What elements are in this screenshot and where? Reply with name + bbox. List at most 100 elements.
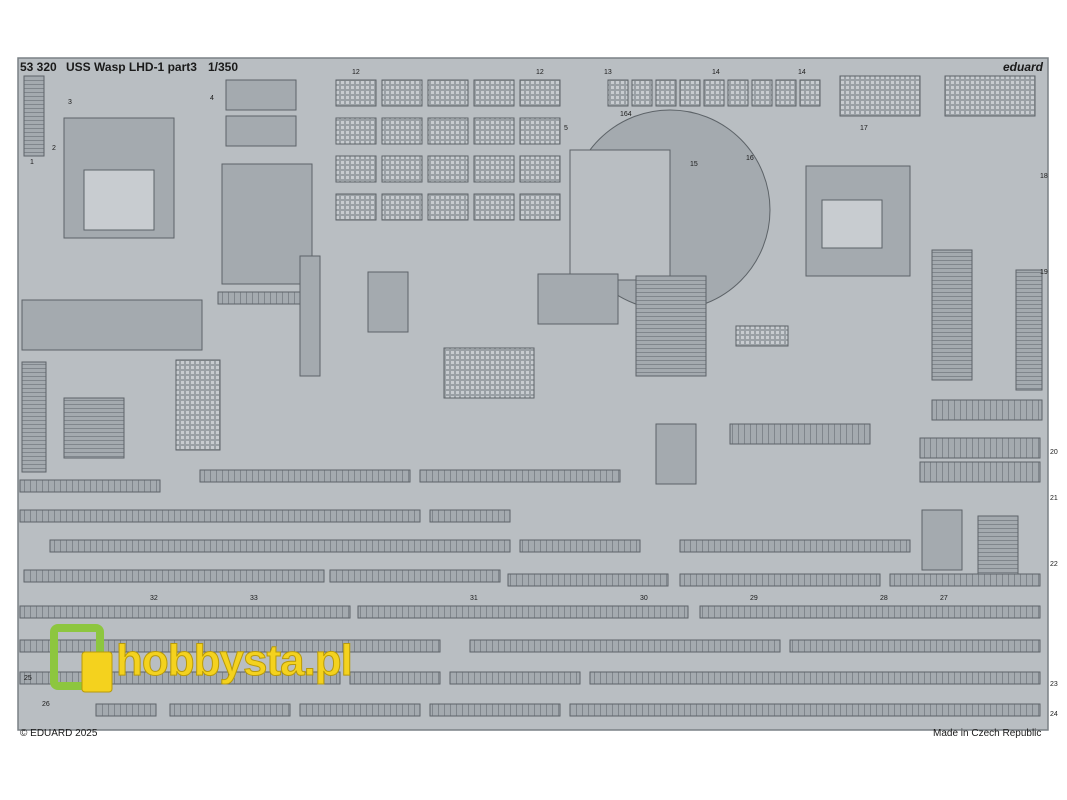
railing-strip [589,671,1041,685]
railing-strip [519,539,641,553]
grill-panel [427,79,469,107]
railing-strip [429,509,511,523]
part-number: 4 [210,95,214,102]
railing-strip [95,703,157,717]
fan-mask [569,149,671,281]
grill-panel [519,155,561,183]
part-number: 24 [1050,711,1058,718]
ladder-part [931,249,973,381]
part-number: 15 [690,161,698,168]
railing-strip [429,703,561,717]
kit-scale: 1/350 [208,60,239,74]
grill-panel [443,347,535,399]
deck-panel [83,169,155,231]
oval-part [225,79,297,111]
part-number: 20 [1050,449,1058,456]
railing-strip [357,605,689,619]
part-number: 14 [798,69,806,76]
railing-strip [699,605,1041,619]
part-number: 26 [42,701,50,708]
platform-part [221,163,313,285]
railing-strip [19,605,351,619]
rail-part [931,399,1043,421]
crane-part [175,359,221,451]
oval-part [225,115,297,147]
ladder-part [23,75,45,157]
part-number: 22 [1050,561,1058,568]
part-number: 28 [880,595,888,602]
part-number: 17 [860,125,868,132]
grill-panel [473,155,515,183]
grill-panel [427,193,469,221]
ladder-part [1015,269,1043,391]
part-number: 2 [52,145,56,152]
part-number: 13 [604,69,612,76]
ladder-part [21,361,47,473]
grill-panel [381,117,423,145]
mast-part [299,255,321,377]
watermark-text: hobbysta.pl [116,636,354,686]
grill-panel [839,75,921,117]
kit-title: USS Wasp LHD-1 part3 [66,60,197,74]
railing-strip [199,469,411,483]
grill-panel [473,79,515,107]
grill-panel [519,79,561,107]
grill-panel [335,155,377,183]
railing-strip [49,539,511,553]
railing-strip [507,573,669,587]
grill-panel [473,193,515,221]
rail-part [919,437,1041,459]
railing-strip [349,671,441,685]
part-number: 12 [352,69,360,76]
ladder-part [635,275,707,377]
grill-panel [775,79,797,107]
railing-strip [419,469,621,483]
part-number: 5 [564,125,568,132]
brand-logo: eduard [1003,60,1044,74]
rail-part [729,423,871,445]
etched-parts [19,75,1043,717]
part-number: 3 [68,99,72,106]
railing-strip [449,671,581,685]
panel-part [921,509,963,571]
grill-panel [944,75,1036,117]
grill-panel [473,117,515,145]
panel-part [655,423,697,485]
grill-panel [427,155,469,183]
part-number: 12 [536,69,544,76]
grill-panel [335,193,377,221]
catalog-number: 53 320 [20,60,57,74]
grill-panel [631,79,653,107]
grill-panel [381,79,423,107]
grill-panel [799,79,821,107]
bracket-part [537,273,619,325]
part-number: 16 [746,155,754,162]
grill-panel [335,117,377,145]
part-number: 32 [150,595,158,602]
part-number: 25 [24,675,32,682]
part-number: 31 [470,595,478,602]
railing-strip [23,569,325,583]
railing-strip [19,509,421,523]
deck-panel [821,199,883,249]
railing-strip [679,573,881,587]
railing-strip [469,639,781,653]
part-number: 23 [1050,681,1058,688]
rail-part [217,291,309,305]
part-number: 29 [750,595,758,602]
part-number: 33 [250,595,258,602]
rail-part [919,461,1041,483]
grill-panel [655,79,677,107]
railing-strip [789,639,1041,653]
railing-strip [569,703,1041,717]
bracket-part [367,271,409,333]
railing-strip [329,569,501,583]
origin-label: Made in Czech Republic [933,728,1042,739]
part-number: 18 [1040,173,1048,180]
railing-strip [19,479,161,493]
grill-panel [335,79,377,107]
grill-panel [519,117,561,145]
grill-panel [607,79,629,107]
railing-strip [679,539,911,553]
